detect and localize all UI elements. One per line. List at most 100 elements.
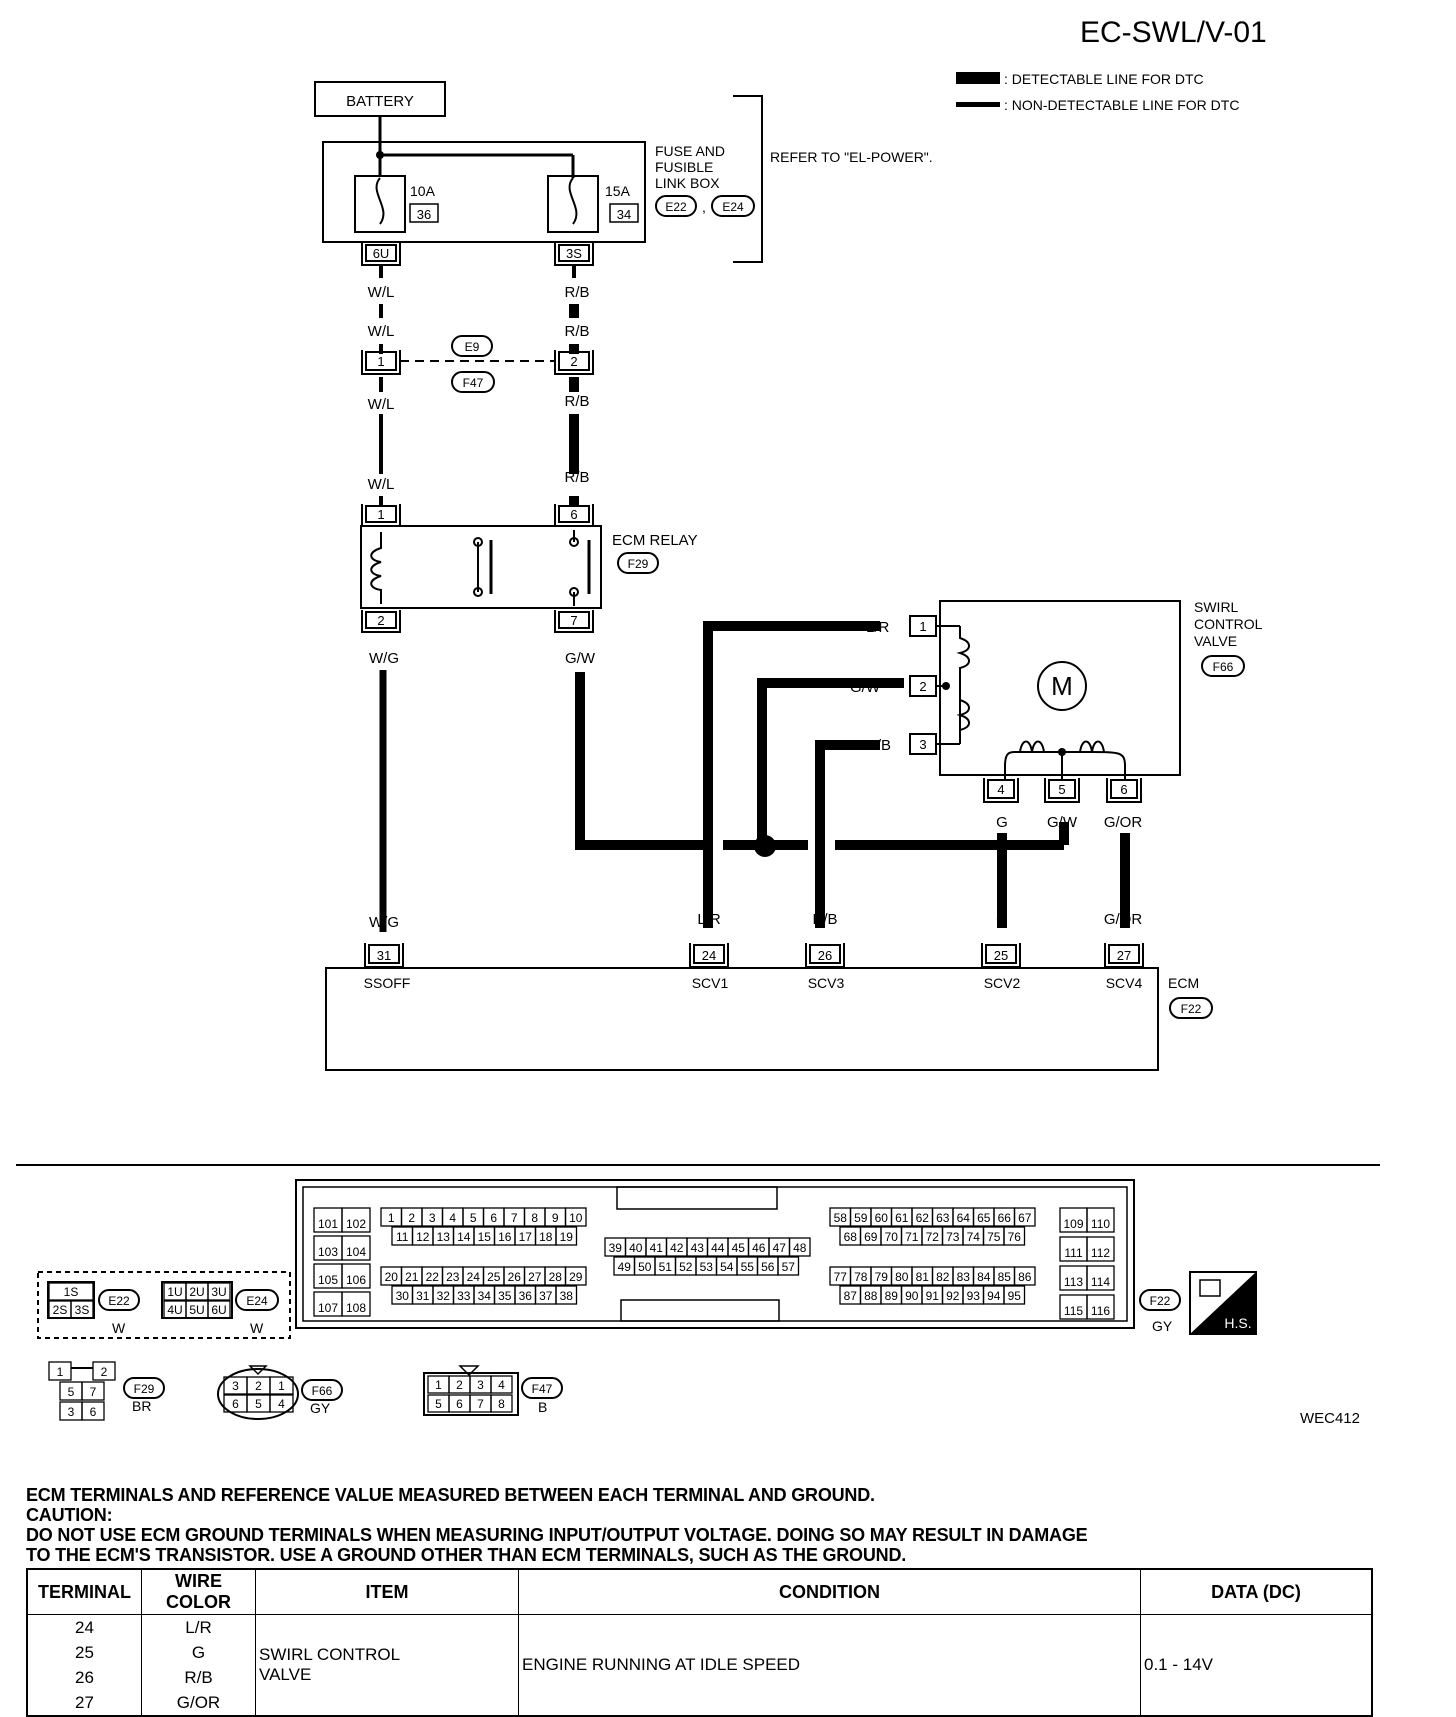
- inline-connector-f47: F47: [463, 376, 484, 390]
- cavity-cell: [1013, 1207, 1036, 1227]
- f66-key: [248, 1365, 268, 1376]
- table-header-row: TERMINAL WIRE COLOR ITEM CONDITION DATA …: [26, 1568, 1373, 1615]
- cavity-cell: [341, 1207, 371, 1233]
- harness-side-label: H.S.: [1224, 1315, 1251, 1331]
- cavity: 1: [57, 1365, 64, 1379]
- header-terminal: TERMINAL: [26, 1568, 142, 1615]
- f66-color: GY: [310, 1400, 331, 1416]
- cavity-cell: [207, 1300, 231, 1319]
- cavity: 64: [957, 1211, 971, 1225]
- cavity: 53: [700, 1260, 714, 1274]
- cavity: 44: [711, 1241, 725, 1255]
- cavity: 2: [408, 1211, 415, 1225]
- cell-terminal: 25: [26, 1640, 142, 1665]
- cavity: 1: [435, 1378, 442, 1392]
- fuse-box-label-2: FUSIBLE: [655, 159, 713, 175]
- f47-color: B: [538, 1399, 547, 1415]
- f22-housing: [295, 1179, 1135, 1329]
- cavity: 80: [895, 1270, 909, 1284]
- cavity: 32: [437, 1289, 451, 1303]
- cavity: 21: [405, 1270, 419, 1284]
- cavity: 116: [1091, 1304, 1110, 1318]
- cavity: 40: [629, 1241, 643, 1255]
- fuse-right-number-box: [609, 203, 639, 223]
- cavity: 101: [318, 1217, 338, 1231]
- cavity: 2U: [189, 1285, 204, 1299]
- cavity: 46: [752, 1241, 766, 1255]
- cavity-cell: [341, 1263, 371, 1289]
- cavity: 55: [741, 1260, 755, 1274]
- inline-connector: [361, 335, 594, 393]
- valve-pin-2: 2: [919, 679, 926, 694]
- cavity: 42: [670, 1241, 684, 1255]
- header-item: ITEM: [255, 1568, 519, 1615]
- cavity: 31: [416, 1289, 430, 1303]
- cavity: 110: [1091, 1217, 1110, 1231]
- wire-label-rb-2: R/B: [564, 323, 589, 340]
- cavity: 6: [490, 1211, 497, 1225]
- harness-side-shade: [1190, 1272, 1256, 1334]
- cavity: 85: [998, 1270, 1012, 1284]
- wire-label-lr-valve: L/R: [866, 619, 890, 636]
- wire-label-wl-1: W/L: [368, 284, 395, 301]
- cavity: 3: [429, 1211, 436, 1225]
- cavity: 79: [875, 1270, 889, 1284]
- ecm-terminal-scv2: SCV2: [984, 975, 1021, 991]
- cavity: 2: [255, 1379, 262, 1393]
- cavity-cell: [92, 1361, 116, 1381]
- inline-connector-e9: E9: [465, 340, 480, 354]
- cavity: 70: [885, 1230, 899, 1244]
- wire-label-wg-top: W/G: [369, 650, 399, 667]
- wire-label-gor-ecm: G/OR: [1104, 911, 1143, 928]
- valve-motor: M: [1051, 671, 1073, 701]
- f47-connector-id: F47: [532, 1382, 553, 1396]
- cavity: 82: [936, 1270, 950, 1284]
- fuse-box-label-1: FUSE AND: [655, 143, 725, 159]
- cavity: 18: [539, 1230, 553, 1244]
- cavity-cell: [564, 1207, 587, 1227]
- cavity-cell: [1086, 1207, 1115, 1233]
- cavity: 76: [1008, 1230, 1022, 1244]
- cavity-cell: [555, 1285, 578, 1305]
- cavity: 19: [560, 1230, 574, 1244]
- legend-detectable-label: : DETECTABLE LINE FOR DTC: [1004, 71, 1204, 87]
- ecm-relay: [360, 504, 659, 633]
- cavity: 11: [396, 1230, 409, 1244]
- cavity: 89: [885, 1289, 899, 1303]
- cavity: 41: [650, 1241, 664, 1255]
- cavity: 17: [519, 1230, 533, 1244]
- fuse-terminal-6u-label: 6U: [373, 246, 390, 261]
- e24-connector-id-badge: [235, 1289, 279, 1311]
- cavity: 7: [477, 1397, 484, 1411]
- fuse-box: [322, 95, 763, 263]
- cavity: 5: [435, 1397, 442, 1411]
- f47-connector-id-badge: [521, 1377, 563, 1399]
- cavity-cell: [269, 1394, 294, 1413]
- f29-connector-id-badge: [123, 1377, 165, 1399]
- cavity: 25: [487, 1270, 501, 1284]
- cavity: 27: [528, 1270, 542, 1284]
- wire-label-wl-4: W/L: [368, 476, 395, 493]
- wire-label-gw-valve: G/W: [850, 679, 881, 696]
- cavity: 63: [936, 1211, 950, 1225]
- header-data: DATA (DC): [1140, 1568, 1373, 1615]
- relay-pin-1: 1: [377, 507, 384, 522]
- cavity: 33: [457, 1289, 471, 1303]
- cavity-cell: [490, 1394, 513, 1413]
- fuse-box-comma: ,: [702, 199, 706, 215]
- f22-connector-id-badge: [1139, 1289, 1181, 1311]
- fuse-terminal-3s-label: 3S: [566, 246, 582, 261]
- cavity: 66: [998, 1211, 1012, 1225]
- relay-pin-2: 2: [377, 613, 384, 628]
- cavity: 16: [498, 1230, 512, 1244]
- cavity: 28: [549, 1270, 563, 1284]
- ecm-terminal-scv4: SCV4: [1106, 975, 1143, 991]
- cavity: 107: [318, 1301, 338, 1315]
- inline-pin-2: 2: [570, 354, 577, 369]
- cavity-cell: [777, 1256, 800, 1276]
- e24-color: W: [250, 1320, 264, 1336]
- cavity-cell: [70, 1300, 94, 1319]
- fuse-node: [376, 151, 384, 159]
